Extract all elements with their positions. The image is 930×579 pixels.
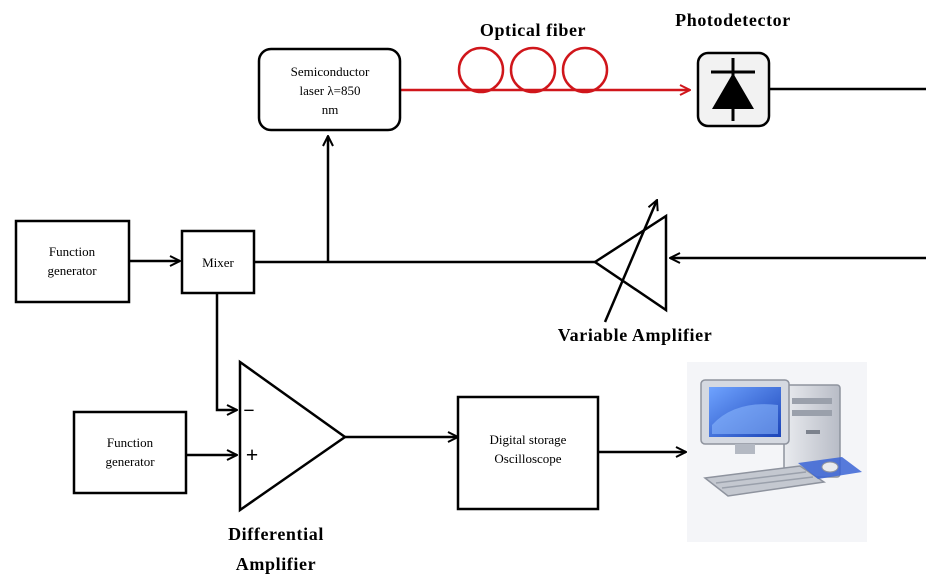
laser-label-line3: nm <box>322 102 339 117</box>
fiber-coil-icon <box>457 46 609 94</box>
function-generator-1-block: Function generator <box>14 219 131 304</box>
differential-amplifier-label-line2: Amplifier <box>236 554 316 574</box>
desktop-computer-icon <box>687 362 867 542</box>
differential-amplifier-symbol: − + <box>238 359 348 513</box>
wire-mixer-to-diffamp-minus <box>215 293 237 410</box>
laser-label-line1: Semiconductor <box>291 64 370 79</box>
fg2-label-line1: Function <box>107 435 154 450</box>
photodiode-icon <box>696 51 771 128</box>
plus-input-label: + <box>246 442 259 467</box>
photodetector-label: Photodetector <box>675 10 791 30</box>
differential-amplifier-label-line1: Differential <box>228 524 324 544</box>
mixer-label: Mixer <box>202 255 234 270</box>
variable-amplifier-symbol <box>592 200 668 323</box>
dso-label-line2: Oscilloscope <box>494 451 561 466</box>
oscilloscope-block: Digital storage Oscilloscope <box>456 395 600 511</box>
dso-label-line1: Digital storage <box>490 432 567 447</box>
laser-block: Semiconductor laser λ=850 nm <box>257 47 402 132</box>
variable-amplifier-label: Variable Amplifier <box>558 325 713 345</box>
fg1-label-line2: generator <box>47 263 97 278</box>
fg2-label-line2: generator <box>105 454 155 469</box>
mixer-block: Mixer <box>180 229 256 295</box>
optical-fiber-label: Optical fiber <box>480 20 586 40</box>
function-generator-2-block: Function generator <box>72 410 188 495</box>
minus-input-label: − <box>243 400 254 422</box>
fg1-label-line1: Function <box>49 244 96 259</box>
laser-label-line2: laser λ=850 <box>300 83 361 98</box>
